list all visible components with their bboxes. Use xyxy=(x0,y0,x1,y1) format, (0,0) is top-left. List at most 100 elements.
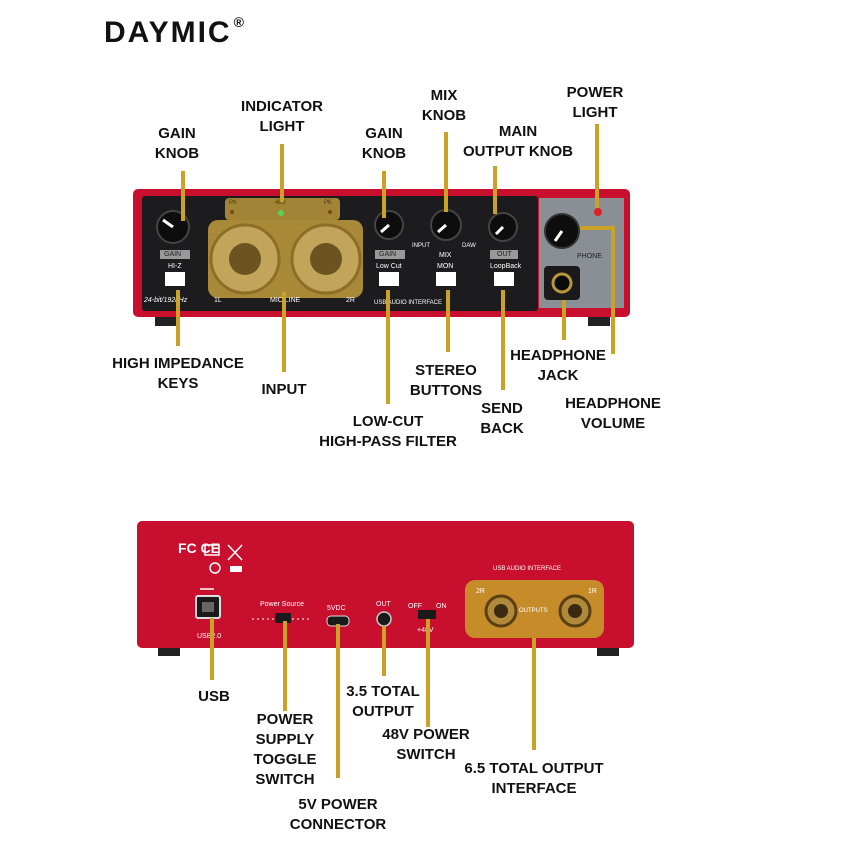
leader-input xyxy=(282,292,286,372)
mix-text: MIX xyxy=(439,252,452,259)
out-back-text: OUT xyxy=(376,601,391,608)
leader-usb xyxy=(210,618,214,680)
usb-port-text: USB2.0 xyxy=(197,633,221,640)
label-65-total-output: 6.5 TOTAL OUTPUT INTERFACE xyxy=(464,760,604,797)
front-usb-interface-text: USB AUDIO INTERFACE xyxy=(374,300,443,306)
label-5v-power-connector: 5V POWER CONNECTOR xyxy=(289,796,387,833)
leader-power-toggle xyxy=(283,621,287,711)
power-led xyxy=(594,208,602,216)
label-main-output-knob: MAIN OUTPUT KNOB xyxy=(463,123,573,160)
leader-lowcut xyxy=(386,290,390,404)
leader-48v xyxy=(426,619,430,727)
label-indicator-light: INDICATOR LIGHT xyxy=(241,98,323,135)
label-gain-knob-left: GAIN KNOB xyxy=(154,125,200,162)
label-headphone-volume: HEADPHONE VOLUME xyxy=(565,395,661,432)
gain-knob-right-pointer xyxy=(380,223,390,234)
on-text: ON xyxy=(436,603,447,610)
ch1-text: 1L xyxy=(214,297,222,304)
out-label-bg xyxy=(490,250,518,259)
loopback-button xyxy=(494,272,514,286)
power-source-text: Power Source xyxy=(260,601,304,608)
mon-text: MON xyxy=(437,263,454,270)
label-high-impedance-keys: HIGH IMPEDANCE KEYS xyxy=(112,355,244,392)
label-48v-power-switch: 48V POWER SWITCH xyxy=(382,726,470,763)
registered-mark: ® xyxy=(233,14,246,30)
label-input: INPUT xyxy=(261,381,307,398)
leader-hp-vol-h xyxy=(580,226,614,230)
gain1-text: GAIN xyxy=(164,251,182,258)
leader-35 xyxy=(382,626,386,676)
leader-hp-vol xyxy=(611,226,615,354)
leader-hiz xyxy=(176,290,180,346)
leader-65 xyxy=(532,638,536,750)
label-headphone-jack: HEADPHONE JACK xyxy=(510,347,606,384)
power-source-switch xyxy=(275,613,291,623)
label-low-cut: LOW-CUT HIGH-PASS FILTER xyxy=(319,413,457,450)
fc-ce-text: FC CE xyxy=(178,540,220,556)
back-usb-interface-text: USB AUDIO INTERFACE xyxy=(493,566,562,572)
bar-icon xyxy=(230,566,242,572)
recycle-icon xyxy=(209,562,221,574)
v48-text: 48V xyxy=(275,200,286,206)
brand-name: DAYMIC xyxy=(104,16,232,49)
lowcut-text: Low Cut xyxy=(376,263,402,270)
output-knob-pointer xyxy=(494,225,505,236)
leader-power xyxy=(595,124,599,208)
gain-left-label-bg xyxy=(160,250,190,259)
led-pk-right xyxy=(328,210,332,214)
gain-right-label-bg xyxy=(375,250,405,259)
mix-knob-pointer xyxy=(437,223,447,234)
daw-text: DAW xyxy=(462,243,476,249)
label-35-total-output: 3.5 TOTAL OUTPUT xyxy=(346,683,420,720)
label-power-light: POWER LIGHT xyxy=(566,84,624,121)
v5dc-text: 5VDC xyxy=(327,605,346,612)
label-mix-knob: MIX KNOB xyxy=(421,87,467,124)
brand-logo: DAYMIC® xyxy=(104,14,246,50)
leader-gain-right xyxy=(382,171,386,218)
leader-5v xyxy=(336,624,340,778)
label-stereo-buttons: STEREO BUTTONS xyxy=(409,362,483,399)
leader-sendback xyxy=(501,290,505,390)
leader-gain-left xyxy=(181,171,185,221)
label-gain-knob-right: GAIN KNOB xyxy=(361,125,407,162)
leader-mix xyxy=(444,132,448,212)
indicator-bar xyxy=(225,198,340,220)
gain-knob-left-pointer xyxy=(162,218,174,229)
r1-text: 1R xyxy=(588,588,597,595)
led-48v xyxy=(278,210,284,216)
mon-button xyxy=(436,272,456,286)
r2-text: 2R xyxy=(476,588,485,595)
hiz-text: HI-Z xyxy=(168,263,182,270)
pk-right-text: PK xyxy=(324,200,333,206)
leader-stereo xyxy=(446,290,450,352)
leader-indicator xyxy=(280,144,284,202)
led-pk-left xyxy=(230,210,234,214)
out-text: OUT xyxy=(497,251,512,258)
xlr-input-1-hole xyxy=(229,243,261,275)
loopback-text: LoopBack xyxy=(490,263,522,270)
gain2-text: GAIN xyxy=(379,251,397,258)
hiz-button xyxy=(165,272,185,286)
headphone-jack xyxy=(551,272,573,294)
ch2-text: 2R xyxy=(346,297,355,304)
label-power-supply-toggle: POWER SUPPLY TOGGLE SWITCH xyxy=(253,711,317,788)
leader-hp-jack xyxy=(562,300,566,340)
phone-text: PHONE xyxy=(577,253,602,260)
pk-left-text: PK xyxy=(229,200,238,206)
switch-48v xyxy=(418,610,436,619)
output-35-jack xyxy=(376,611,392,627)
leader-output xyxy=(493,166,497,214)
lowcut-button xyxy=(379,272,399,286)
label-usb: USB xyxy=(198,688,230,705)
bitrate-text: 24-bit/192kHz xyxy=(144,297,188,304)
off-text: OFF xyxy=(408,603,422,610)
headphone-volume-pointer xyxy=(553,230,564,242)
xlr-input-2-hole xyxy=(310,243,342,275)
v48-back-text: +48V xyxy=(417,627,434,634)
input-text: INPUT xyxy=(412,243,430,249)
ce-icon xyxy=(204,544,220,556)
outputs-text: OUTPUTS xyxy=(519,608,548,614)
label-send-back: SEND BACK xyxy=(480,400,524,437)
